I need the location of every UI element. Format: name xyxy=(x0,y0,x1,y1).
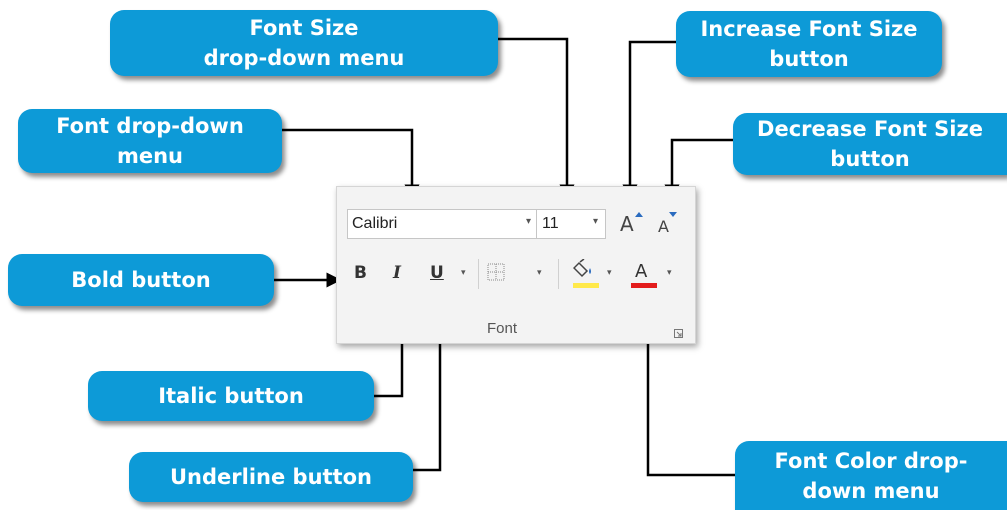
font-color-bar xyxy=(631,283,657,288)
callout-font-color-line1: Font Color drop- xyxy=(774,448,968,473)
chevron-down-icon[interactable]: ▾ xyxy=(593,216,599,227)
ribbon-font-group: Calibri ▾ 11 ▾ A A B I U ▾ ▾ ▾ A ▾ Font xyxy=(336,186,696,344)
callout-increase-line1: Increase Font Size xyxy=(700,17,918,41)
connector-underline xyxy=(413,304,448,472)
underline-options-chevron-icon[interactable]: ▾ xyxy=(461,267,466,277)
up-triangle-icon xyxy=(635,212,643,217)
italic-button[interactable]: I xyxy=(393,263,401,283)
callout-decrease-line1: Decrease Font Size xyxy=(757,117,983,141)
font-size-value: 11 xyxy=(542,215,559,232)
callout-font-menu-line1: Font drop-down xyxy=(56,114,244,138)
connector-font-menu xyxy=(282,128,420,200)
callout-italic: Italic button xyxy=(88,371,374,421)
callout-font-size: Font Size drop-down menu xyxy=(110,10,498,76)
borders-icon[interactable] xyxy=(487,263,505,281)
callout-decrease-line2: button xyxy=(830,147,910,171)
connector-increase xyxy=(622,40,676,200)
borders-chevron-icon[interactable]: ▾ xyxy=(537,267,542,277)
fill-color-button[interactable] xyxy=(572,258,599,293)
callout-increase-line2: button xyxy=(769,47,849,71)
paint-bucket-icon xyxy=(572,258,591,278)
callout-underline-text: Underline button xyxy=(170,465,372,489)
callout-font-color: Font Color drop- down menu xyxy=(735,441,1007,510)
callout-underline: Underline button xyxy=(129,452,413,502)
callout-bold-text: Bold button xyxy=(71,268,211,292)
font-color-button[interactable]: A xyxy=(631,259,657,293)
font-color-chevron-icon[interactable]: ▾ xyxy=(667,267,672,277)
separator xyxy=(558,259,559,289)
font-dropdown-value: Calibri xyxy=(352,215,398,232)
increase-font-size-button[interactable]: A xyxy=(617,209,643,239)
callout-font-size-line1: Font Size xyxy=(249,16,359,40)
font-dropdown[interactable]: Calibri ▾ xyxy=(347,209,541,239)
callout-font-menu-line2: menu xyxy=(116,144,184,168)
callout-font-menu: Font drop-down menu xyxy=(18,109,282,173)
callout-increase-font-size: Increase Font Size button xyxy=(676,11,942,77)
down-triangle-icon xyxy=(669,212,677,217)
fill-color-chevron-icon[interactable]: ▾ xyxy=(607,267,612,277)
callout-decrease-font-size: Decrease Font Size button xyxy=(733,113,1007,175)
callout-bold: Bold button xyxy=(8,254,274,306)
decrease-font-size-button[interactable]: A xyxy=(653,209,679,239)
callout-font-color-line2: down menu xyxy=(802,478,940,503)
connector-decrease xyxy=(664,138,733,200)
connector-font-color xyxy=(640,304,735,477)
decrease-font-size-icon: A xyxy=(658,217,669,236)
connector-font-size xyxy=(498,37,575,200)
underline-button[interactable]: U xyxy=(430,263,444,283)
callout-italic-text: Italic button xyxy=(158,384,304,408)
increase-font-size-icon: A xyxy=(620,212,634,236)
dialog-launcher-icon[interactable] xyxy=(674,329,683,338)
bold-button[interactable]: B xyxy=(354,263,367,283)
group-label: Font xyxy=(486,320,517,337)
callout-font-size-line2: drop-down menu xyxy=(203,46,405,70)
fill-color-bar xyxy=(573,283,599,288)
chevron-down-icon[interactable]: ▾ xyxy=(526,216,532,227)
font-size-dropdown[interactable]: 11 ▾ xyxy=(536,209,606,239)
font-color-icon: A xyxy=(635,261,648,282)
separator xyxy=(478,259,479,289)
